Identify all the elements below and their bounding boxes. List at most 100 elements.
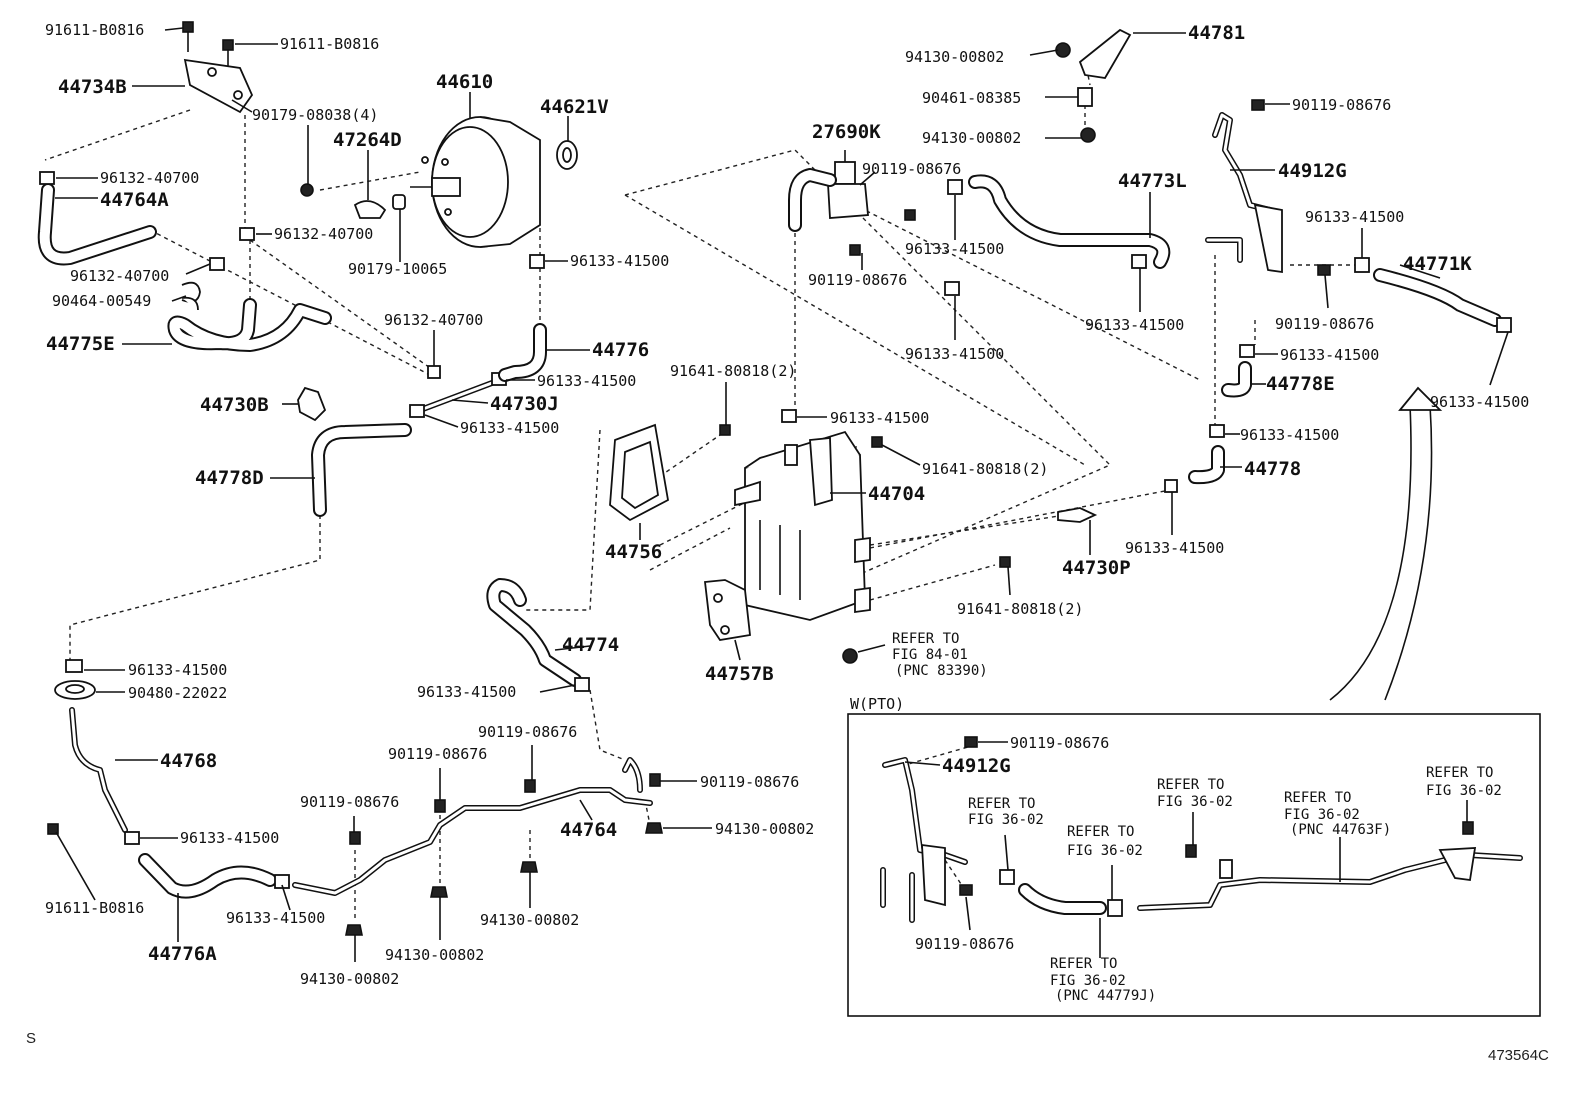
label-44778[interactable]: 44778	[1244, 458, 1301, 480]
label-96133-41500-p[interactable]: 96133-41500	[1125, 539, 1224, 557]
label-90179-08038[interactable]: 90179-08038(4)	[252, 106, 378, 124]
label-96133-41500-o[interactable]: 96133-41500	[1240, 426, 1339, 444]
label-90480-22022[interactable]: 90480-22022	[128, 684, 227, 702]
label-96133-41500-h[interactable]: 96133-41500	[226, 909, 325, 927]
inset-ref-a-line2[interactable]: FIG 36-02	[968, 812, 1044, 828]
label-90119-08676-e[interactable]: 90119-08676	[862, 160, 961, 178]
label-94130-00802-b[interactable]: 94130-00802	[480, 911, 579, 929]
label-94130-00802-d[interactable]: 94130-00802	[300, 970, 399, 988]
label-44778D[interactable]: 44778D	[195, 467, 264, 489]
inset-ref-d-line2[interactable]: FIG 36-02	[1284, 807, 1360, 823]
inset-label-90119-08676-i[interactable]: 90119-08676	[1010, 734, 1109, 752]
label-44621V[interactable]: 44621V	[540, 96, 609, 118]
seal-44621V-shape	[556, 140, 578, 170]
label-96133-41500-b[interactable]: 96133-41500	[537, 372, 636, 390]
label-96133-41500-k[interactable]: 96133-41500	[1085, 316, 1184, 334]
inset-ref-e-line1[interactable]: REFER TO	[1426, 765, 1493, 781]
label-90119-08676-g[interactable]: 90119-08676	[1292, 96, 1391, 114]
label-94130-00802-e[interactable]: 94130-00802	[905, 48, 1004, 66]
label-90464-00549[interactable]: 90464-00549	[52, 292, 151, 310]
label-44730B[interactable]: 44730B	[200, 394, 269, 416]
label-44778E[interactable]: 44778E	[1266, 373, 1335, 395]
label-96133-41500-d[interactable]: 96133-41500	[830, 409, 929, 427]
inset-label-44912G[interactable]: 44912G	[942, 755, 1011, 777]
inset-ref-d-line3[interactable]: (PNC 44763F)	[1290, 822, 1391, 838]
label-96133-41500-c[interactable]: 96133-41500	[460, 419, 559, 437]
label-44775E[interactable]: 44775E	[46, 333, 115, 355]
refer-fig-84-line3[interactable]: (PNC 83390)	[895, 663, 988, 679]
label-94130-00802-a[interactable]: 94130-00802	[715, 820, 814, 838]
hose-44778-shape	[1164, 424, 1225, 493]
label-91611-B0816-b[interactable]: 91611-B0816	[280, 35, 379, 53]
label-44730P[interactable]: 44730P	[1062, 557, 1131, 579]
label-44764[interactable]: 44764	[560, 819, 617, 841]
label-96133-41500-i[interactable]: 96133-41500	[905, 240, 1004, 258]
reservoir-44704-shape	[734, 430, 871, 621]
label-91641-80818-b[interactable]: 91641-80818(2)	[922, 460, 1048, 478]
inset-ref-d-line1[interactable]: REFER TO	[1284, 790, 1351, 806]
inset-ref-b-line1[interactable]: REFER TO	[1067, 824, 1134, 840]
label-44764A[interactable]: 44764A	[100, 189, 169, 211]
label-90119-08676-c[interactable]: 90119-08676	[478, 723, 577, 741]
label-44912G[interactable]: 44912G	[1278, 160, 1347, 182]
label-96132-40700-a[interactable]: 96132-40700	[100, 169, 199, 187]
label-94130-00802-c[interactable]: 94130-00802	[385, 946, 484, 964]
label-91611-B0816-a[interactable]: 91611-B0816	[45, 21, 144, 39]
label-44781[interactable]: 44781	[1188, 22, 1245, 44]
inset-ref-b-line2[interactable]: FIG 36-02	[1067, 843, 1143, 859]
label-90119-08676-h[interactable]: 90119-08676	[1275, 315, 1374, 333]
label-90119-08676-d[interactable]: 90119-08676	[700, 773, 799, 791]
label-44756[interactable]: 44756	[605, 541, 662, 563]
label-44730J[interactable]: 44730J	[490, 393, 559, 415]
inset-ref-f-line3[interactable]: (PNC 44779J)	[1055, 988, 1156, 1004]
label-44776A[interactable]: 44776A	[148, 943, 217, 965]
label-47264D[interactable]: 47264D	[333, 129, 402, 151]
label-90119-08676-f[interactable]: 90119-08676	[808, 271, 907, 289]
label-96133-41500-m[interactable]: 96133-41500	[1280, 346, 1379, 364]
label-90179-10065[interactable]: 90179-10065	[348, 260, 447, 278]
inset-label-90119-08676-j[interactable]: 90119-08676	[915, 935, 1014, 953]
label-90119-08676-b[interactable]: 90119-08676	[388, 745, 487, 763]
label-96133-41500-a[interactable]: 96133-41500	[570, 252, 669, 270]
label-91641-80818-a[interactable]: 91641-80818(2)	[670, 362, 796, 380]
label-91611-B0816-c[interactable]: 91611-B0816	[45, 899, 144, 917]
figure-id: 473564C	[1488, 1047, 1549, 1064]
label-90461-08385[interactable]: 90461-08385	[922, 89, 1021, 107]
label-96133-41500-f[interactable]: 96133-41500	[128, 661, 227, 679]
label-96132-40700-d[interactable]: 96132-40700	[384, 311, 483, 329]
refer-fig-84-line1[interactable]: REFER TO	[892, 631, 959, 647]
inset-ref-c-line2[interactable]: FIG 36-02	[1157, 794, 1233, 810]
label-44734B[interactable]: 44734B	[58, 76, 127, 98]
inset-ref-e-line2[interactable]: FIG 36-02	[1426, 783, 1502, 799]
label-90119-08676-a[interactable]: 90119-08676	[300, 793, 399, 811]
label-44774[interactable]: 44774	[562, 634, 619, 656]
connection-arrow	[1329, 386, 1443, 701]
label-96133-41500-j[interactable]: 96133-41500	[905, 345, 1004, 363]
label-27690K[interactable]: 27690K	[812, 121, 881, 143]
label-44704[interactable]: 44704	[868, 483, 925, 505]
label-96133-41500-e[interactable]: 96133-41500	[417, 683, 516, 701]
label-96132-40700-b[interactable]: 96132-40700	[274, 225, 373, 243]
label-91641-80818-c[interactable]: 91641-80818(2)	[957, 600, 1083, 618]
inset-ref-f-line1[interactable]: REFER TO	[1050, 956, 1117, 972]
label-44610[interactable]: 44610	[436, 71, 493, 93]
label-44773L[interactable]: 44773L	[1118, 170, 1187, 192]
label-44768[interactable]: 44768	[160, 750, 217, 772]
hose-44778D-shape	[311, 423, 412, 517]
label-44776[interactable]: 44776	[592, 339, 649, 361]
inset-ref-f-line2[interactable]: FIG 36-02	[1050, 973, 1126, 989]
union-44730J-shape	[409, 365, 507, 418]
label-96132-40700-c[interactable]: 96132-40700	[70, 267, 169, 285]
inset-ref-c-line1[interactable]: REFER TO	[1157, 777, 1224, 793]
label-96133-41500-g[interactable]: 96133-41500	[180, 829, 279, 847]
union-44730P-shape	[999, 507, 1098, 568]
inset-ref-a-line1[interactable]: REFER TO	[968, 796, 1035, 812]
label-96133-41500-l[interactable]: 96133-41500	[1305, 208, 1404, 226]
label-44757B[interactable]: 44757B	[705, 663, 774, 685]
label-94130-00802-f[interactable]: 94130-00802	[922, 129, 1021, 147]
label-44771K[interactable]: 44771K	[1403, 253, 1472, 275]
refer-fig-84-line2[interactable]: FIG 84-01	[892, 647, 968, 663]
label-96133-41500-n[interactable]: 96133-41500	[1430, 393, 1529, 411]
